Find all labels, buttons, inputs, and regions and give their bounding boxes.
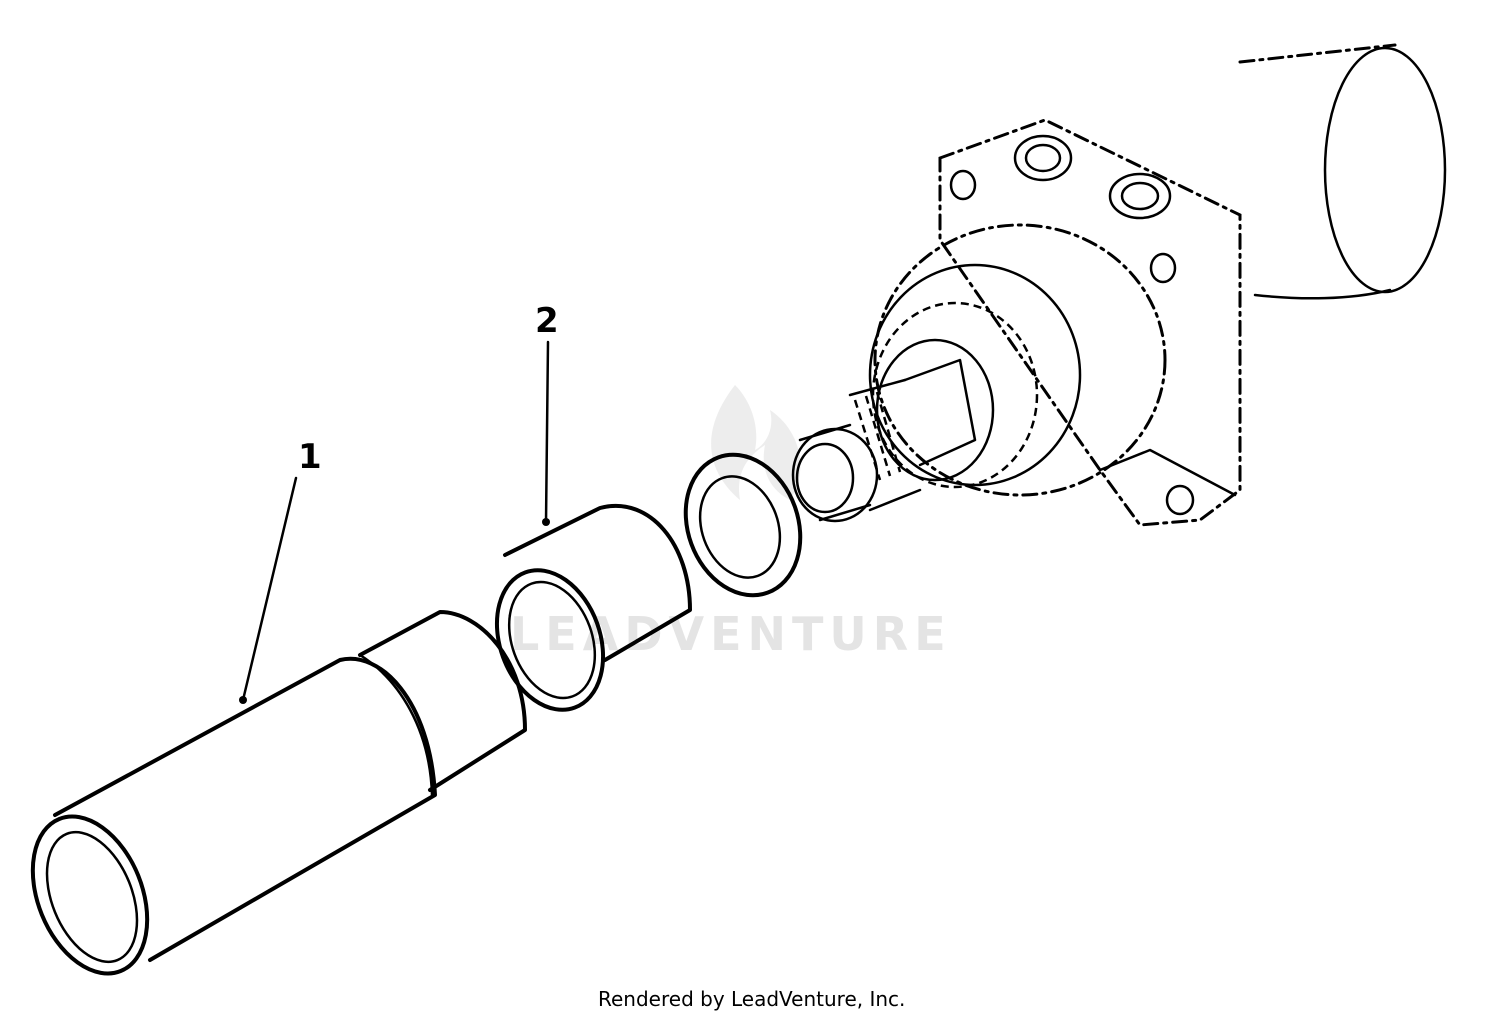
callout-1: 1 [239, 437, 322, 704]
seal-ring [683, 452, 803, 598]
callout-2: 2 [535, 301, 559, 526]
hydraulic-motor [791, 43, 1447, 527]
callout-2-label: 2 [535, 301, 559, 341]
footer-credit: Rendered by LeadVenture, Inc. [598, 987, 905, 1011]
part-2-bushing [494, 504, 692, 712]
callout-1-leader [241, 476, 298, 702]
watermark: LEADVENTURE [510, 385, 952, 661]
part-1-tube [30, 610, 527, 976]
flame-logo-icon [711, 385, 801, 500]
callout-1-label: 1 [298, 437, 322, 477]
callout-2-leader [544, 340, 550, 524]
watermark-text: LEADVENTURE [510, 607, 952, 661]
